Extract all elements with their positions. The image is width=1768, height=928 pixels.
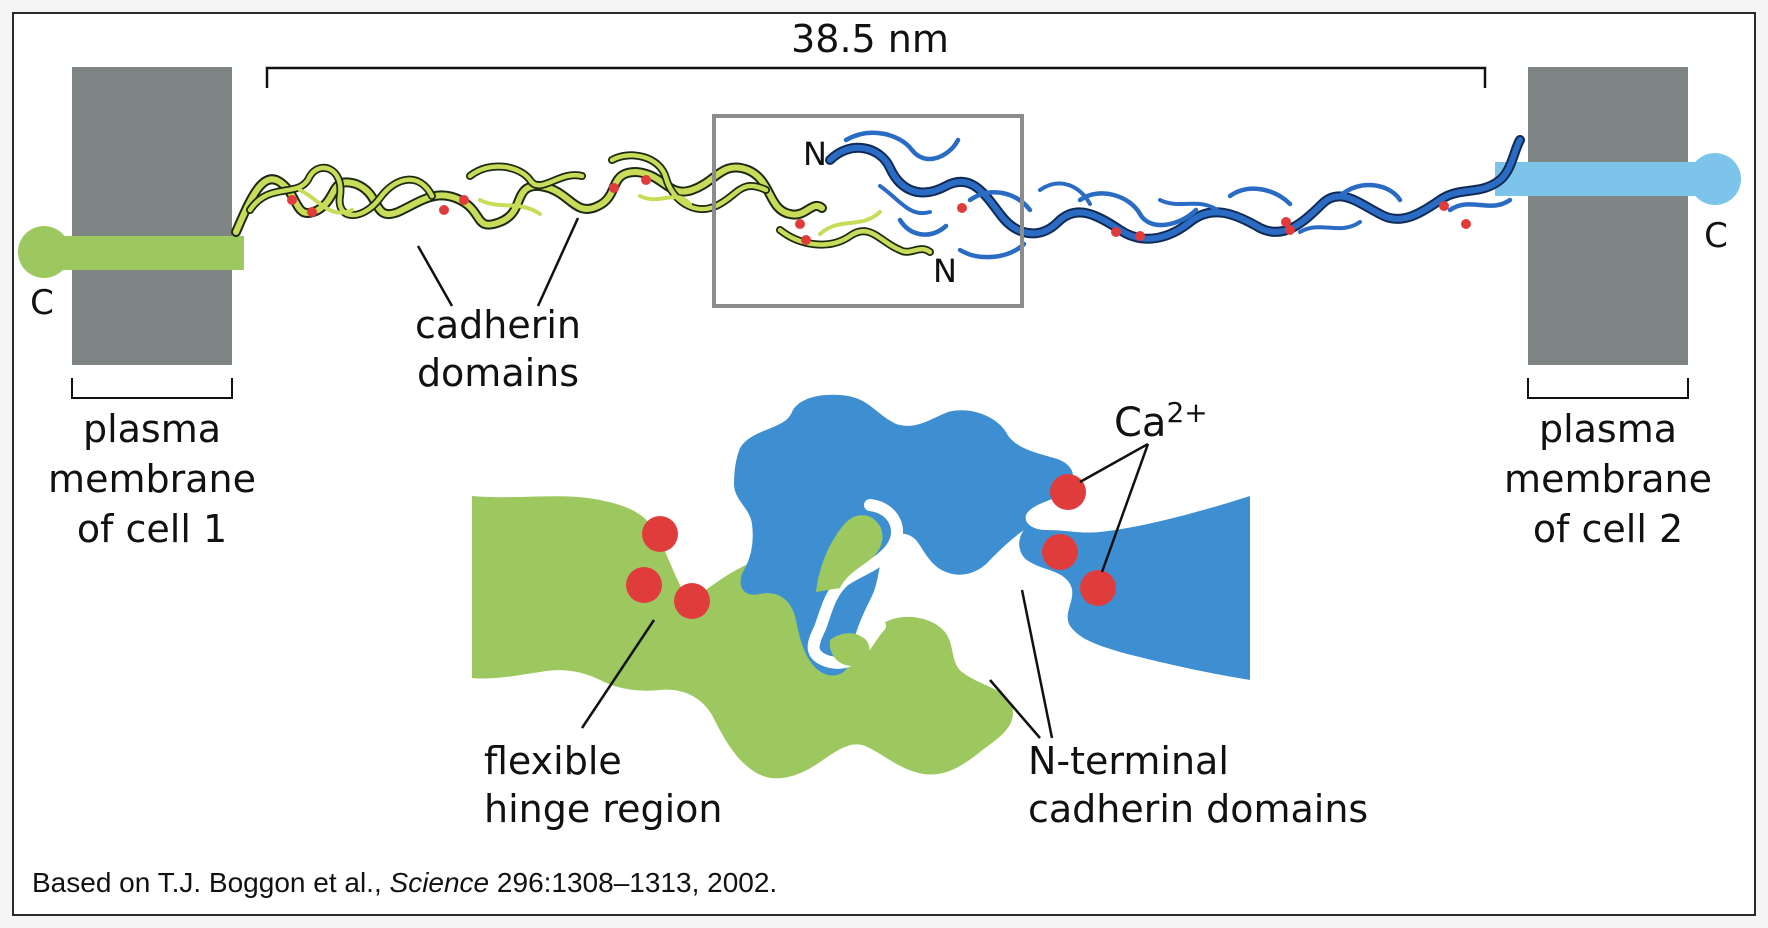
measurement-label: 38.5 nm xyxy=(791,17,949,61)
cadherin-domains-label-line1: cadherin xyxy=(415,303,581,347)
green-protein-knob xyxy=(816,515,883,666)
blue-transmembrane-stub xyxy=(1495,153,1741,205)
plasma-membrane-cell-2 xyxy=(1528,67,1688,365)
n-terminal-lower: N xyxy=(933,252,957,290)
membrane-cell-1-line2: membrane xyxy=(48,457,256,501)
membrane-cell-1-line1: plasma xyxy=(83,407,221,451)
hinge-leader xyxy=(580,619,656,729)
n-terminal-label-line2: cadherin domains xyxy=(1028,787,1368,831)
cadherin-domains-label-line2: domains xyxy=(417,351,579,395)
n-terminal-leaders xyxy=(989,589,1054,739)
n-terminal-upper: N xyxy=(803,135,827,173)
n-terminal-highlight-box xyxy=(712,114,1024,308)
hinge-label-line2: hinge region xyxy=(484,787,722,831)
membrane-cell-2-line3: of cell 2 xyxy=(1533,507,1683,551)
citation: Based on T.J. Boggon et al., Science 296… xyxy=(32,867,777,898)
membrane-cell-2-line1: plasma xyxy=(1539,407,1677,451)
membrane-bracket-left xyxy=(71,378,233,399)
schematic-calcium-ions xyxy=(626,474,1116,619)
blue-cadherin-ribbon xyxy=(825,130,1525,260)
ribbon-calcium-ions xyxy=(287,175,1471,245)
cadherin-domains-leaders xyxy=(416,217,580,307)
c-terminal-right: C xyxy=(1704,216,1728,256)
c-terminal-left: C xyxy=(30,283,54,323)
plasma-membrane-cell-1 xyxy=(72,67,232,365)
membrane-bracket-right xyxy=(1527,378,1689,399)
membrane-cell-2-line2: membrane xyxy=(1504,457,1712,501)
membrane-cell-1-line3: of cell 1 xyxy=(77,507,227,551)
green-cadherin-ribbon xyxy=(231,151,934,256)
green-protein-schematic xyxy=(472,496,1013,779)
blue-protein-schematic xyxy=(734,394,1250,680)
calcium-leaders xyxy=(1079,442,1150,573)
measurement-bracket xyxy=(265,66,1487,88)
calcium-label: Ca2+ xyxy=(1114,396,1208,446)
hinge-label-line1: flexible xyxy=(484,739,622,783)
n-terminal-label-line1: N-terminal xyxy=(1028,739,1229,783)
green-transmembrane-stub xyxy=(18,226,244,278)
